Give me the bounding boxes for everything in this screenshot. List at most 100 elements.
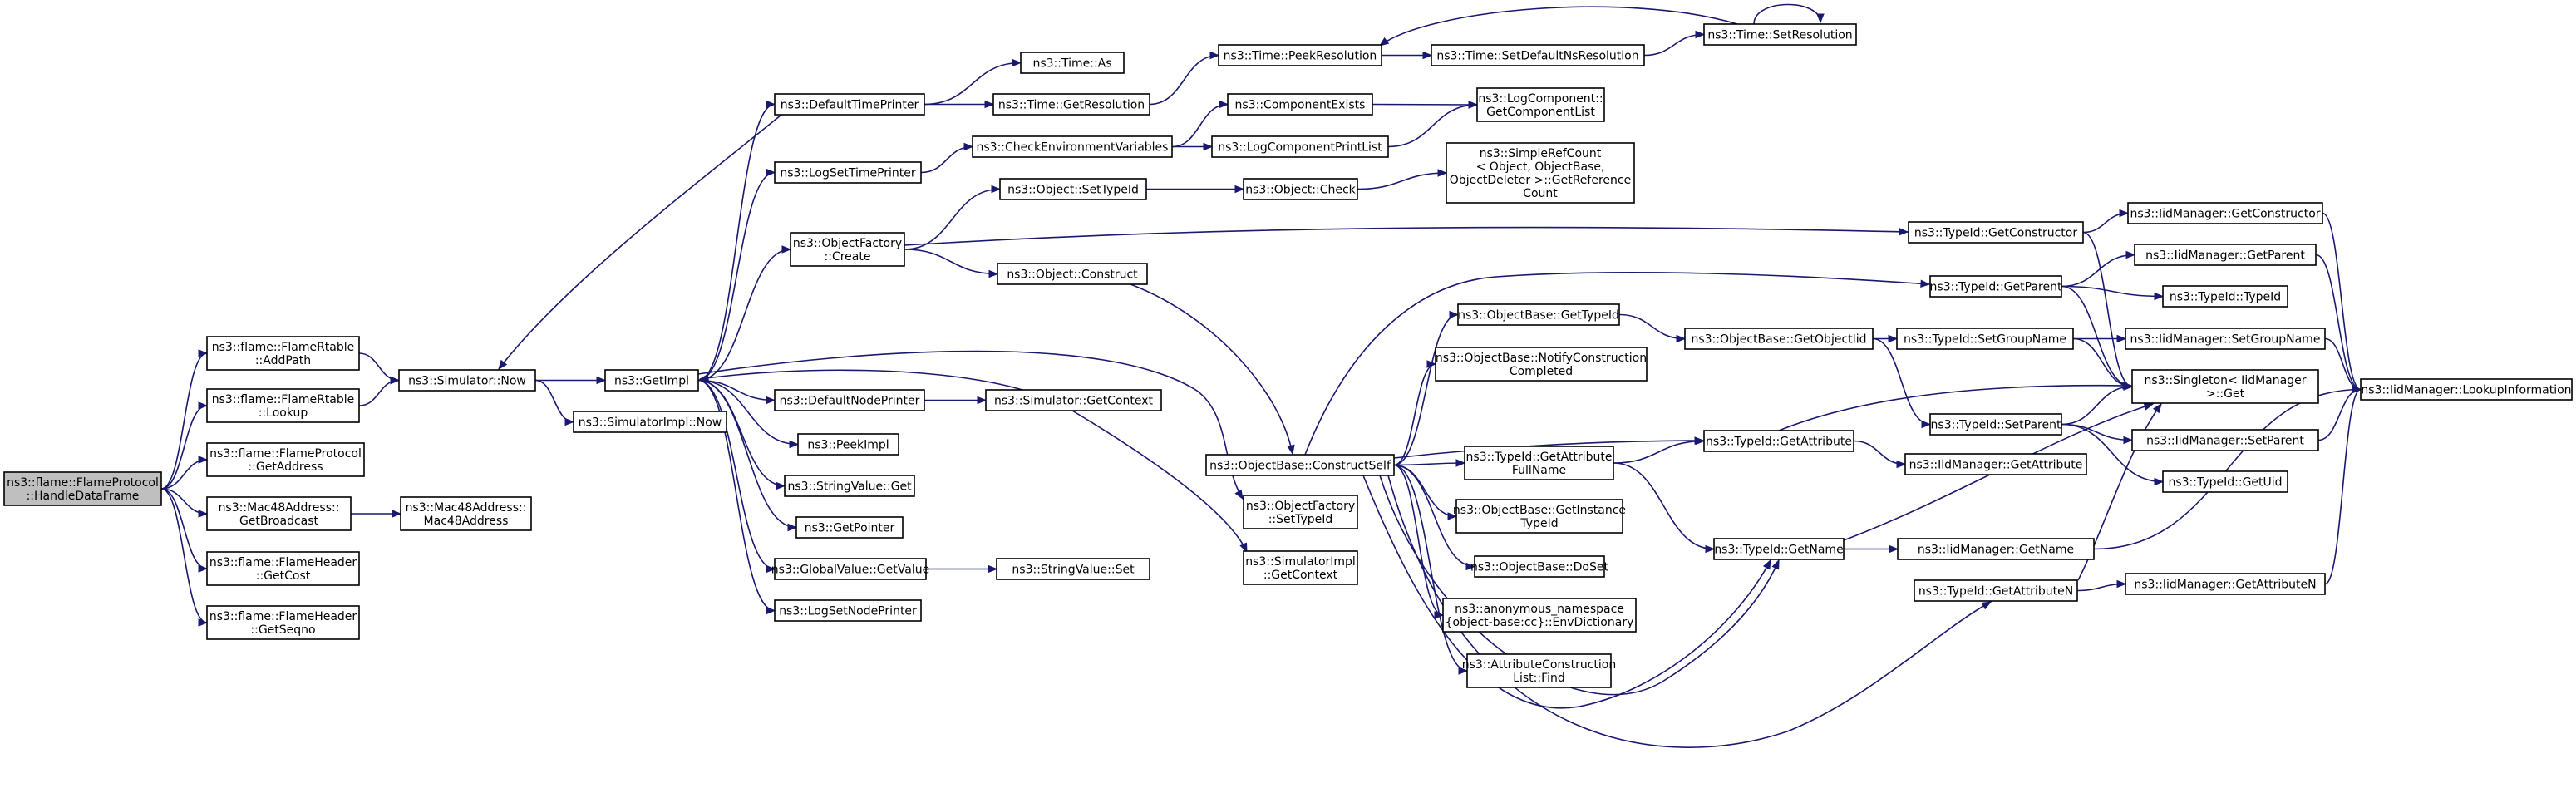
edge-typeidgetparent-to-iidgetparent [2061,250,2136,288]
node-getimpl[interactable]: ns3::GetImpl [604,369,699,392]
node-anonenvdict[interactable]: ns3::anonymous_namespace{object-base:cc}… [1442,598,1637,633]
node-objsettypeid[interactable]: ns3::Object::SetTypeId [999,178,1147,200]
node-box [774,599,922,622]
node-getseqno[interactable]: ns3::flame::FlameHeader::GetSeqno [206,605,360,640]
node-iidsetparent[interactable]: ns3::IidManager::SetParent [2131,429,2319,451]
node-checkenv[interactable]: ns3::CheckEnvironmentVariables [972,135,1173,158]
node-typeidgetparent[interactable]: ns3::TypeId::GetParent [1929,275,2062,298]
node-label: ns3::IidManager::SetGroupName [2130,333,2321,347]
edge-objbaseconstructself-to-typeidgetattributen [1387,475,1992,748]
node-simimplnow[interactable]: ns3::SimulatorImpl::Now [573,411,727,433]
node-lookup[interactable]: ns3::flame::FlameRtable::Lookup [206,388,360,423]
node-logcompgetlist[interactable]: ns3::LogComponent::GetComponentList [1476,87,1605,122]
node-iidgetname[interactable]: ns3::IidManager::GetName [1897,538,2095,560]
node-logsettimeprinter[interactable]: ns3::LogSetTimePrinter [774,161,922,184]
node-getaddress[interactable]: ns3::flame::FlameProtocol::GetAddress [206,442,365,477]
node-box [2162,285,2288,308]
node-timepeekres[interactable]: ns3::Time::PeekResolution [1218,44,1382,66]
node-label: ns3::TypeId::GetName [1714,544,1843,557]
node-objbasedoset[interactable]: ns3::ObjectBase::DoSet [1470,555,1608,578]
node-stringvalueset[interactable]: ns3::StringValue::Set [996,558,1150,580]
node-typeidgetattributen[interactable]: ns3::TypeId::GetAttributeN [1914,579,2078,602]
edge-line [1379,475,1780,696]
node-singletonget[interactable]: ns3::Singleton< IidManager>::Get [2131,369,2319,404]
edge-line [1393,464,1475,568]
node-root[interactable]: ns3::flame::FlameProtocol::HandleDataFra… [3,471,162,506]
node-typeidsetparent[interactable]: ns3::TypeId::SetParent [1929,413,2062,436]
node-simimplgetcontext[interactable]: ns3::SimulatorImpl::GetContext [1243,550,1358,585]
node-addpath[interactable]: ns3::flame::FlameRtable::AddPath [206,336,360,371]
node-label: ns3::TypeId::SetParent [1931,419,2061,432]
node-iidgetparent[interactable]: ns3::IidManager::GetParent [2134,244,2317,266]
node-objbasenotify[interactable]: ns3::ObjectBase::NotifyConstructionCompl… [1435,347,1648,382]
node-componentexists[interactable]: ns3::ComponentExists [1227,93,1373,116]
node-defaultnodeprinter[interactable]: ns3::DefaultNodePrinter [774,389,925,411]
node-label: ns3::ObjectFactory [793,237,902,250]
node-timegetres[interactable]: ns3::Time::GetResolution [992,93,1150,116]
node-box [2125,328,2326,350]
node-iidgetattributen[interactable]: ns3::IidManager::GetAttributeN [2125,573,2326,595]
node-label: ns3::ObjectBase::GetTypeId [1458,309,1619,323]
edge-simgetcontext-to-simimplgetcontext [1071,410,1248,554]
node-objfactorycreate[interactable]: ns3::ObjectFactory::Create [790,232,905,267]
node-getcost[interactable]: ns3::flame::FlameHeader::GetCost [206,551,360,586]
node-label: ns3::ObjectBase::ConstructSelf [1209,460,1391,473]
edge-arrowhead [2119,209,2130,218]
node-defaulttimeprinter[interactable]: ns3::DefaultTimePrinter [774,93,925,116]
node-typeidgetattribute[interactable]: ns3::TypeId::GetAttribute [1703,430,1854,452]
node-label: ::GetCost [256,569,311,583]
node-globalvalueget[interactable]: ns3::GlobalValue::GetValue [771,558,929,580]
edge-objbaseconstructself-to-attrconstructionfind [1393,464,1469,675]
node-getbroadcast[interactable]: ns3::Mac48Address::GetBroadcast [206,496,352,531]
node-objcheck[interactable]: ns3::Object::Check [1243,178,1358,200]
edge-line [1393,363,1436,466]
edge-arrowhead [963,142,974,151]
node-logsetnodeprinter[interactable]: ns3::LogSetNodePrinter [774,599,922,622]
node-simplerefcount[interactable]: ns3::SimpleRefCount< Object, ObjectBase,… [1446,142,1635,204]
edge-getimpl-to-logsetnodeprinter [697,379,776,615]
node-label: ns3::TypeId::GetUid [2168,476,2282,490]
node-iidlookupinfo[interactable]: ns3::IidManager::LookupInformation [2360,378,2573,401]
node-simgetcontext[interactable]: ns3::Simulator::GetContext [985,389,1162,411]
node-mac48[interactable]: ns3::Mac48Address::Mac48Address [400,496,532,531]
node-objfactorysettypeid[interactable]: ns3::ObjectFactory::SetTypeId [1243,495,1358,529]
node-box [1466,653,1612,688]
node-typeidsetgroupname[interactable]: ns3::TypeId::SetGroupName [1896,328,2074,350]
edge-line [1778,384,2132,431]
node-getpointer[interactable]: ns3::GetPointer [795,516,904,539]
node-objbaseconstructself[interactable]: ns3::ObjectBase::ConstructSelf [1205,454,1395,476]
node-objconstruct[interactable]: ns3::Object::Construct [997,263,1148,285]
node-timeas[interactable]: ns3::Time::As [1020,52,1125,74]
node-timesetres[interactable]: ns3::Time::SetResolution [1703,23,1857,46]
node-iidgetconstructor[interactable]: ns3::IidManager::GetConstructor [2127,202,2323,224]
node-typeidtypeid[interactable]: ns3::TypeId::TypeId [2162,285,2288,308]
node-typeidgetuid[interactable]: ns3::TypeId::GetUid [2162,470,2288,493]
node-typeidgetname[interactable]: ns3::TypeId::GetName [1713,538,1845,560]
node-objbasegettypeid[interactable]: ns3::ObjectBase::GetTypeId [1457,303,1620,326]
node-box [1929,413,2062,436]
node-objbasegetobjectiid[interactable]: ns3::ObjectBase::GetObjectIid [1684,328,1874,350]
node-stringvalueget[interactable]: ns3::StringValue::Get [784,475,915,497]
node-iidsetgroupname[interactable]: ns3::IidManager::SetGroupName [2125,328,2326,350]
edge-arrowhead [2122,382,2133,390]
node-simnow[interactable]: ns3::Simulator::Now [398,369,536,392]
edge-defaulttimeprinter-to-simnow [498,114,782,371]
node-typeidgetconstructor[interactable]: ns3::TypeId::GetConstructor [1908,221,2084,244]
edge-line [1618,313,1686,340]
edge-line [699,369,1023,391]
edge-root-to-getcost [160,488,209,573]
edge-line [697,171,776,382]
edge-objbaseconstructself-to-objbasedoset [1393,464,1476,571]
edge-arrowhead [1468,101,1479,109]
edge-objbasegettypeid-to-objbasegetobjectiid [1618,313,1687,343]
node-box [2131,429,2319,451]
node-timesetdefaultns[interactable]: ns3::Time::SetDefaultNsResolution [1431,44,1645,66]
edge-arrowhead [1889,544,1899,554]
node-peekimpl[interactable]: ns3::PeekImpl [797,433,899,456]
edge-objbaseconstructself-to-objbasenotify [1393,360,1437,466]
node-iidgetattribute[interactable]: ns3::IidManager::GetAttribute [1904,453,2087,475]
node-logcompprintlist[interactable]: ns3::LogComponentPrintList [1211,135,1389,158]
